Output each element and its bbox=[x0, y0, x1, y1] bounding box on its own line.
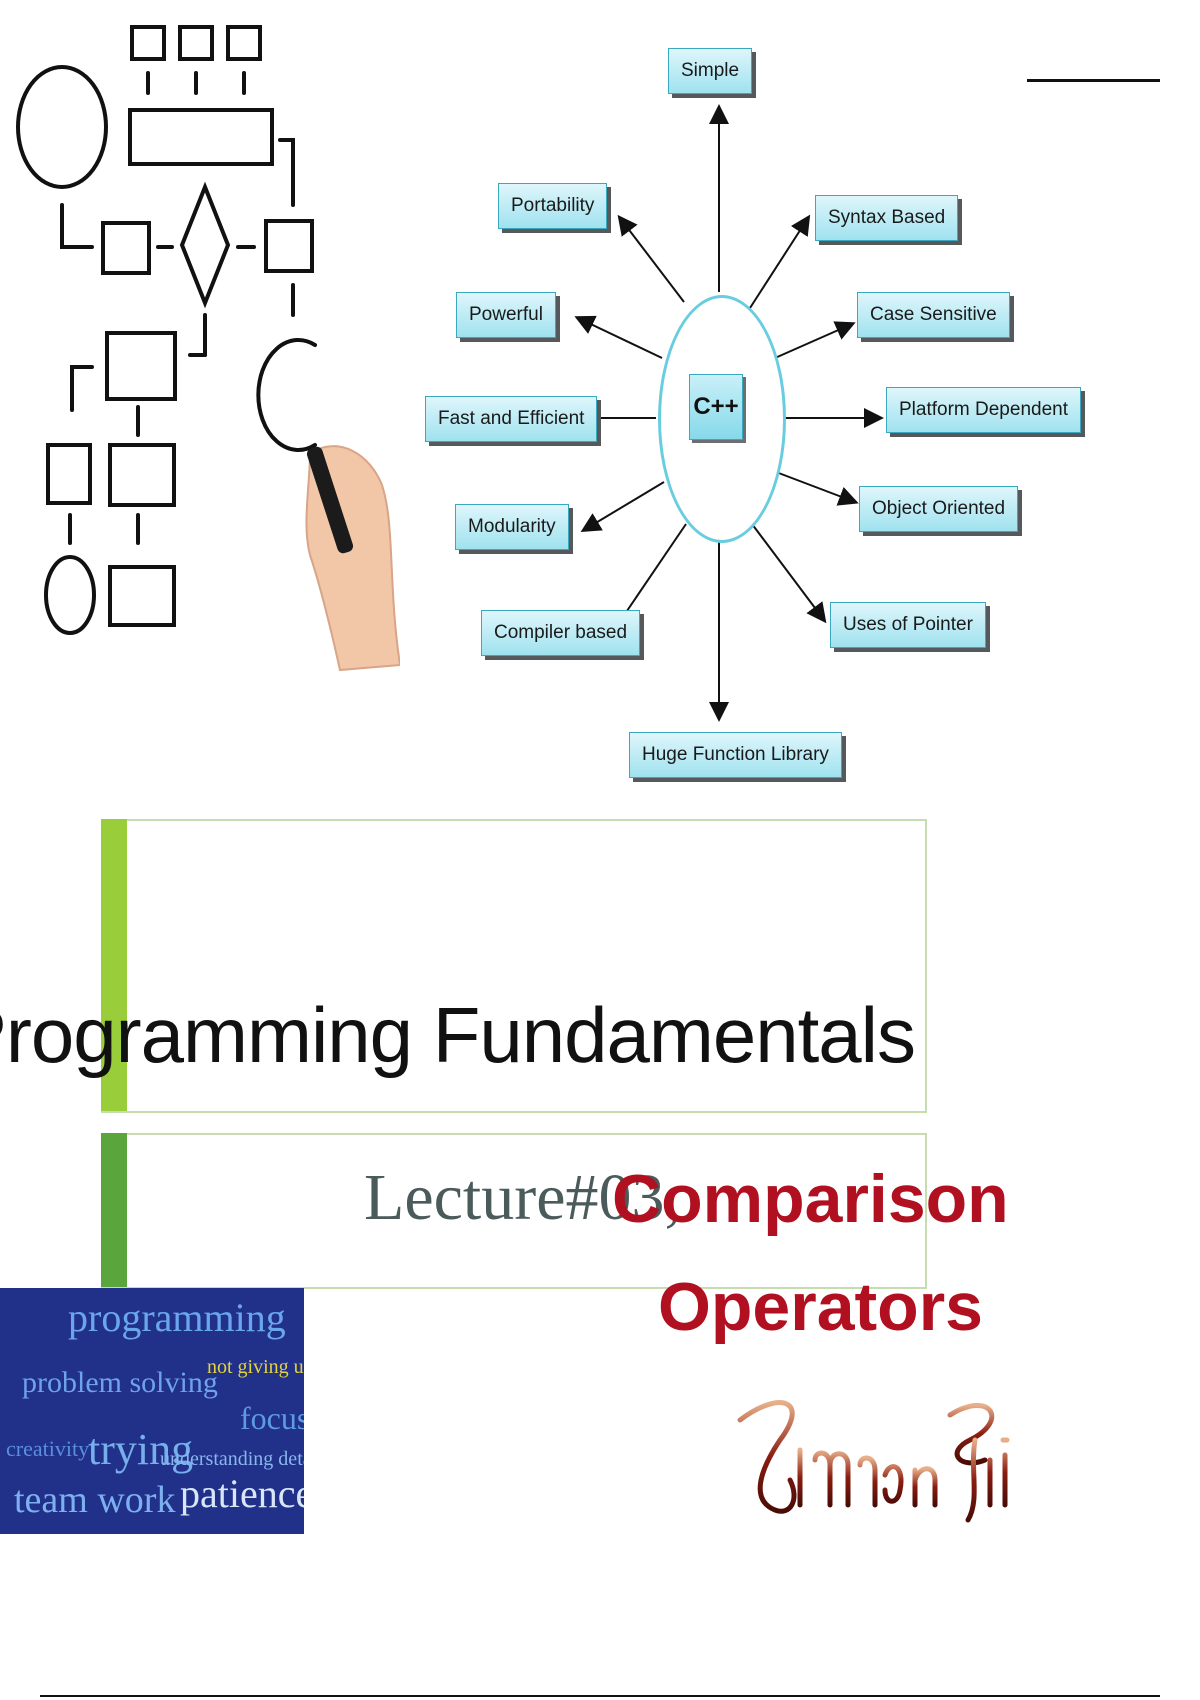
feature-object-oriented: Object Oriented bbox=[859, 486, 1019, 532]
subtitle-accent-bar bbox=[101, 1133, 127, 1287]
feature-modularity: Modularity bbox=[455, 504, 569, 550]
feature-fast-and-efficient: Fast and Efficient bbox=[425, 396, 598, 442]
top-right-rule bbox=[1027, 79, 1160, 82]
title-card bbox=[101, 819, 927, 1113]
feature-case-sensitive: Case Sensitive bbox=[857, 292, 1010, 338]
feature-huge-function-library: Huge Function Library bbox=[629, 732, 842, 778]
cloud-word: patience bbox=[180, 1471, 304, 1516]
subtitle-card bbox=[101, 1133, 927, 1289]
cpp-center-box: C++ bbox=[689, 374, 743, 440]
feature-compiler-based: Compiler based bbox=[481, 610, 641, 656]
feature-portability: Portability bbox=[498, 183, 608, 229]
author-signature-logo bbox=[737, 1400, 1010, 1523]
feature-simple: Simple bbox=[668, 48, 753, 94]
cloud-word: problem solving bbox=[22, 1366, 218, 1399]
word-cloud-image: programming problem solving not giving u… bbox=[0, 1288, 304, 1534]
cloud-word: trying bbox=[88, 1425, 194, 1474]
flowchart-sketch-illustration bbox=[16, 25, 400, 672]
feature-uses-of-pointer: Uses of Pointer bbox=[830, 602, 986, 648]
feature-powerful: Powerful bbox=[456, 292, 556, 338]
feature-syntax-based: Syntax Based bbox=[815, 195, 959, 241]
cloud-word: focus bbox=[240, 1400, 304, 1436]
cpp-features-mindmap: C++ Simple Syntax Based Case Sensitive P… bbox=[410, 40, 1081, 790]
title-accent-bar bbox=[101, 819, 127, 1111]
cloud-word: understanding details bbox=[160, 1448, 304, 1470]
cloud-word: team work bbox=[14, 1479, 176, 1521]
cloud-word: programming bbox=[68, 1295, 286, 1340]
feature-platform-dependent: Platform Dependent bbox=[886, 387, 1081, 433]
lecture-number: Lecture#03, bbox=[364, 1161, 682, 1234]
lecture-topic-line2: Operators bbox=[658, 1269, 983, 1345]
page-title: Programming Fundamentals bbox=[0, 991, 916, 1079]
lecture-topic-line1: Comparison bbox=[612, 1161, 1009, 1237]
cloud-word: not giving up bbox=[207, 1356, 304, 1378]
bottom-rule bbox=[40, 1695, 1160, 1697]
cloud-word: creativity bbox=[6, 1436, 90, 1461]
